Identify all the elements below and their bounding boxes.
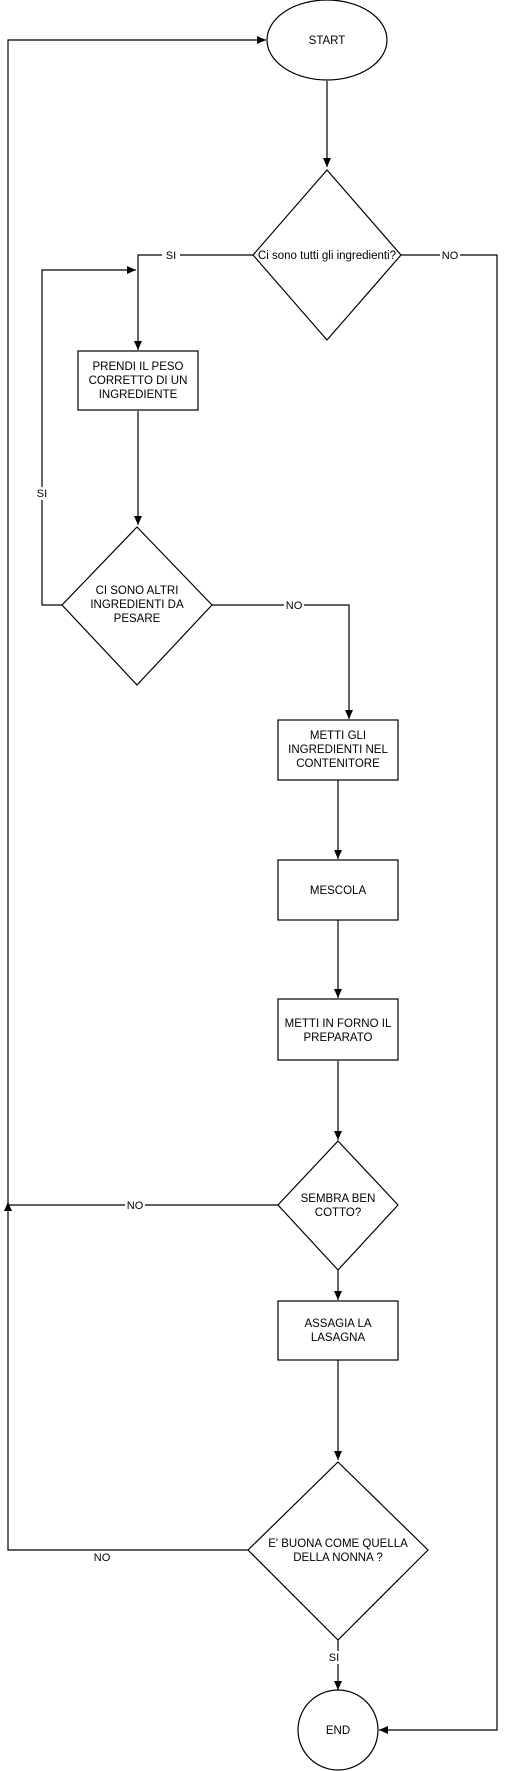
taste-label-line-2: LASAGNA	[311, 1332, 366, 1344]
end-node: END	[297, 1689, 379, 1771]
oven-label-line-1: METTI IN FORNO IL	[285, 1018, 392, 1030]
edge-more-yes	[41, 266, 136, 606]
taste-label-line-1: ASSAGIA LA	[304, 1318, 371, 1330]
put-ingredients-line-1: METTI GLI	[310, 730, 366, 742]
edge-ingredients-yes	[134, 254, 253, 350]
label-ingredients-yes: SI	[166, 250, 176, 262]
mix-process: MESCOLA	[277, 859, 399, 921]
weigh-ingredient-process: PRENDI IL PESO CORRETTO DI UN INGREDIENT…	[77, 350, 199, 411]
ingredients-check-decision: Ci sono tutti gli ingredienti?	[252, 169, 402, 341]
edge-good-no	[7, 36, 266, 1551]
label-good-no: NO	[94, 1552, 111, 1564]
label-ingredients-no: NO	[442, 250, 459, 262]
grandma-check-line-1: E' BUONA COME QUELLA	[268, 1538, 408, 1550]
put-ingredients-process: METTI GLI INGREDIENTI NEL CONTENITORE	[277, 719, 399, 781]
more-ingredients-line-1: CI SONO ALTRI	[96, 585, 179, 597]
oven-label-line-2: PREPARATO	[303, 1032, 372, 1044]
label-good-yes: SI	[329, 1652, 339, 1664]
label-cooked-no: NO	[127, 1200, 144, 1212]
label-more-no: NO	[286, 600, 303, 612]
label-more-yes: SI	[37, 488, 47, 500]
more-ingredients-line-3: PESARE	[114, 613, 161, 625]
ingredients-check-label: Ci sono tutti gli ingredienti?	[258, 250, 396, 262]
oven-process: METTI IN FORNO IL PREPARATO	[277, 998, 399, 1061]
start-label: START	[309, 35, 346, 47]
weigh-label-line-2: CORRETTO DI UN	[89, 375, 188, 387]
grandma-check-line-2: DELLA NONNA ?	[293, 1552, 382, 1564]
end-label: END	[326, 1725, 350, 1737]
grandma-check-decision: E' BUONA COME QUELLA DELLA NONNA ?	[247, 1461, 429, 1641]
weigh-label-line-1: PRENDI IL PESO	[93, 361, 184, 373]
weigh-label-line-3: INGREDIENTE	[99, 389, 178, 401]
put-ingredients-line-2: INGREDIENTI NEL	[288, 744, 388, 756]
edge-more-no	[212, 604, 353, 719]
cooked-check-decision: SEMBRA BEN COTTO?	[277, 1140, 399, 1271]
start-node: START	[266, 0, 388, 81]
cooked-check-line-2: COTTO?	[315, 1207, 361, 1219]
taste-process: ASSAGIA LA LASAGNA	[277, 1300, 399, 1361]
cooked-check-line-1: SEMBRA BEN	[301, 1193, 376, 1205]
more-ingredients-line-2: INGREDIENTI DA	[90, 599, 184, 611]
put-ingredients-line-3: CONTENITORE	[296, 758, 380, 770]
mix-label: MESCOLA	[310, 885, 367, 897]
more-ingredients-decision: CI SONO ALTRI INGREDIENTI DA PESARE	[61, 526, 213, 686]
edge-ingredients-no	[379, 254, 498, 1734]
